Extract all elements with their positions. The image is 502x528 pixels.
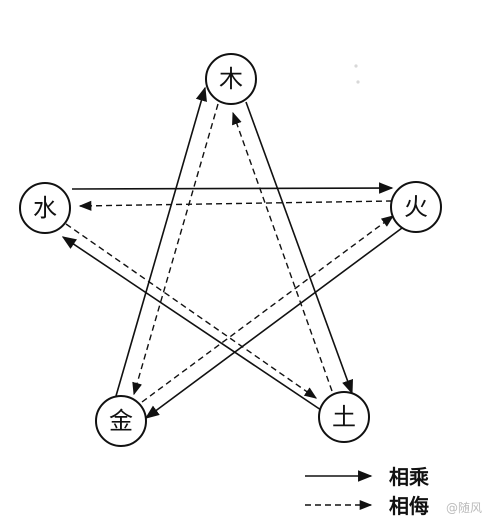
node-earth: 土 — [318, 391, 370, 443]
arrow-fire-to-water — [78, 200, 393, 211]
decorative-dot — [354, 64, 358, 68]
watermark: @随风 — [446, 500, 482, 515]
node-metal: 金 — [95, 395, 147, 447]
decorative-dot — [356, 80, 360, 84]
arrow-fire-to-metal — [144, 227, 403, 419]
arrow-earth-to-wood — [232, 111, 333, 392]
arrow-wood-to-earth — [245, 101, 353, 395]
node-metal-label: 金 — [109, 407, 133, 435]
legend-dashed-label: 相侮 — [389, 494, 429, 518]
node-fire: 火 — [390, 181, 442, 233]
legend: 相乘 相侮 — [305, 465, 430, 518]
node-water: 水 — [19, 182, 71, 234]
arrow-water-to-fire — [71, 182, 394, 194]
legend-solid-label: 相乘 — [389, 465, 430, 489]
arrow-metal-to-fire — [141, 215, 395, 403]
arrow-metal-to-wood — [115, 86, 207, 397]
node-fire-label: 火 — [404, 193, 428, 221]
arrow-earth-to-water — [61, 236, 322, 411]
node-wood-label: 木 — [219, 65, 243, 93]
node-wood: 木 — [205, 53, 257, 105]
node-earth-label: 土 — [332, 403, 356, 431]
arrow-water-to-earth — [65, 223, 318, 399]
arrow-wood-to-metal — [132, 103, 219, 396]
node-water-label: 水 — [33, 194, 57, 222]
